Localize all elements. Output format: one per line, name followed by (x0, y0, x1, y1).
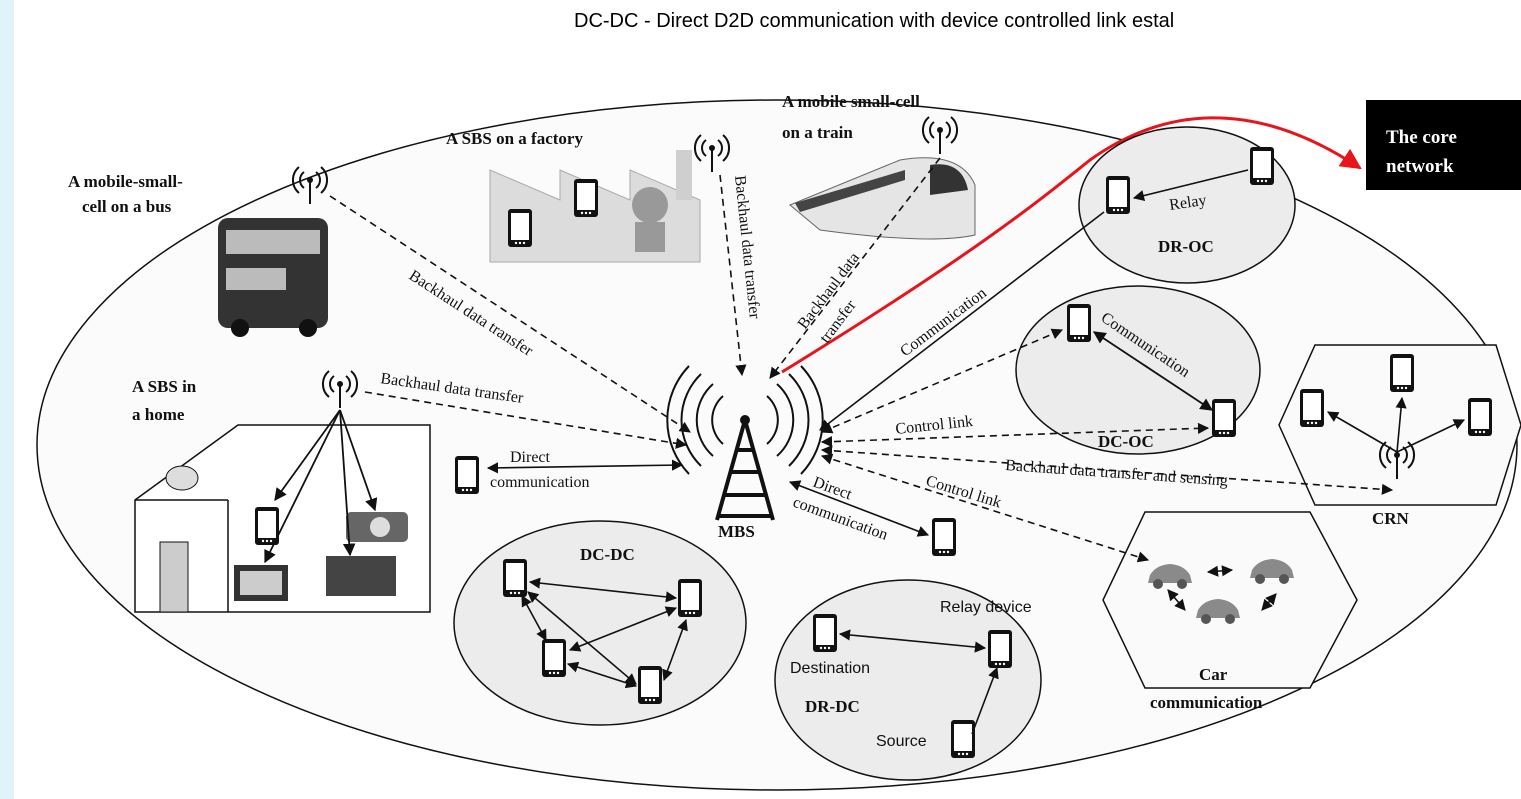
diagram-caption: DC-DC - Direct D2D communication with de… (574, 10, 1175, 32)
car-label-2: communication (1150, 693, 1263, 712)
core-network-box (1366, 100, 1521, 190)
dc-dc-link-6 (662, 618, 688, 682)
home-icon (134, 424, 431, 613)
dr-oc-phone-2 (1250, 147, 1274, 185)
dc-dc-link-4 (568, 606, 678, 652)
factory-phone-2 (574, 179, 598, 217)
car-hexagon (1102, 511, 1358, 689)
dc-dc-phone-4 (638, 666, 662, 704)
crn-link-top (1395, 396, 1407, 453)
bus-icon (218, 218, 328, 337)
dc-dc-label: DC-DC (580, 545, 635, 564)
relay-device-label: Relay device (940, 599, 1032, 616)
dr-oc-phone-1 (1106, 176, 1130, 214)
home-link-phone (274, 409, 341, 502)
train-label-1: A mobile small-cell (782, 92, 920, 111)
backhaul-link-train (769, 157, 941, 379)
bus-label-2: cell on a bus (82, 197, 172, 216)
bus-label-1: A mobile-small- (68, 172, 183, 191)
direct-link-right (788, 480, 930, 537)
car-label-1: Car (1199, 665, 1228, 684)
destination-label: Destination (790, 660, 870, 677)
factory-label: A SBS on a factory (446, 129, 583, 148)
mbs-label: MBS (718, 522, 755, 541)
dc-dc-phone-2 (678, 579, 702, 617)
factory-icon (489, 150, 701, 263)
train-icon (789, 157, 976, 240)
dc-oc-label: DC-OC (1098, 432, 1154, 451)
dc-oc-phone-1 (1067, 304, 1091, 342)
dr-dc-source-phone (951, 720, 975, 758)
control-link-car (820, 453, 1150, 563)
train-label-2: on a train (782, 123, 853, 142)
dr-dc-link-2 (971, 666, 999, 735)
dc-dc-link-5 (566, 661, 638, 689)
dc-oc-phone-2 (1212, 399, 1236, 437)
control-link-dc-oc-1 (820, 328, 1064, 434)
direct-label-left-2: communication (490, 474, 590, 491)
dr-dc-destination-phone (813, 614, 837, 652)
car-link-1 (1206, 565, 1234, 577)
dr-dc-relay-phone (988, 630, 1012, 668)
factory-phone-1 (508, 209, 532, 247)
core-backhaul-link (781, 116, 1362, 374)
home-label-1: A SBS in (132, 377, 197, 396)
dc-oc-comm-link (1092, 331, 1214, 411)
car-link-3 (1261, 593, 1277, 611)
dr-oc-label: DR-OC (1158, 237, 1214, 256)
direct-link-left (486, 459, 684, 474)
crn-label: CRN (1372, 509, 1410, 528)
crn-phone-right (1468, 398, 1492, 436)
network-diagram: The core network MBS A mobile-small- cel… (36, 92, 1521, 791)
backhaul-link-home (364, 391, 688, 449)
dr-oc-relay-label: Relay (1168, 192, 1207, 214)
control-link-dc-oc-2 (820, 422, 1210, 448)
core-network-label-2: network (1386, 156, 1454, 177)
dr-oc-cluster (1078, 126, 1296, 284)
direct-phone-right (932, 518, 956, 556)
dr-dc-link-1 (838, 629, 987, 653)
home-link-camera (339, 409, 378, 512)
crn-link-right (1396, 419, 1466, 453)
direct-phone-left (455, 456, 479, 494)
dr-oc-relay-link (1132, 169, 1249, 202)
home-link-tv (264, 409, 341, 564)
crn-phone-left (1300, 389, 1324, 427)
dc-dc-phone-1 (503, 559, 527, 597)
home-link-pc (339, 409, 356, 557)
diagram-sheet: DC-DC - Direct D2D communication with de… (14, 0, 1521, 799)
source-label: Source (876, 733, 927, 750)
direct-label-left-1: Direct (510, 449, 551, 466)
crn-phone-top (1390, 354, 1414, 392)
core-network-label-1: The core (1386, 127, 1457, 148)
car-link-2 (1167, 589, 1186, 611)
home-label-2: a home (132, 405, 185, 424)
dc-dc-link-1 (528, 577, 678, 603)
backhaul-link-factory (719, 174, 747, 377)
dc-dc-phone-3 (542, 639, 566, 677)
dr-dc-label: DR-DC (805, 697, 860, 716)
